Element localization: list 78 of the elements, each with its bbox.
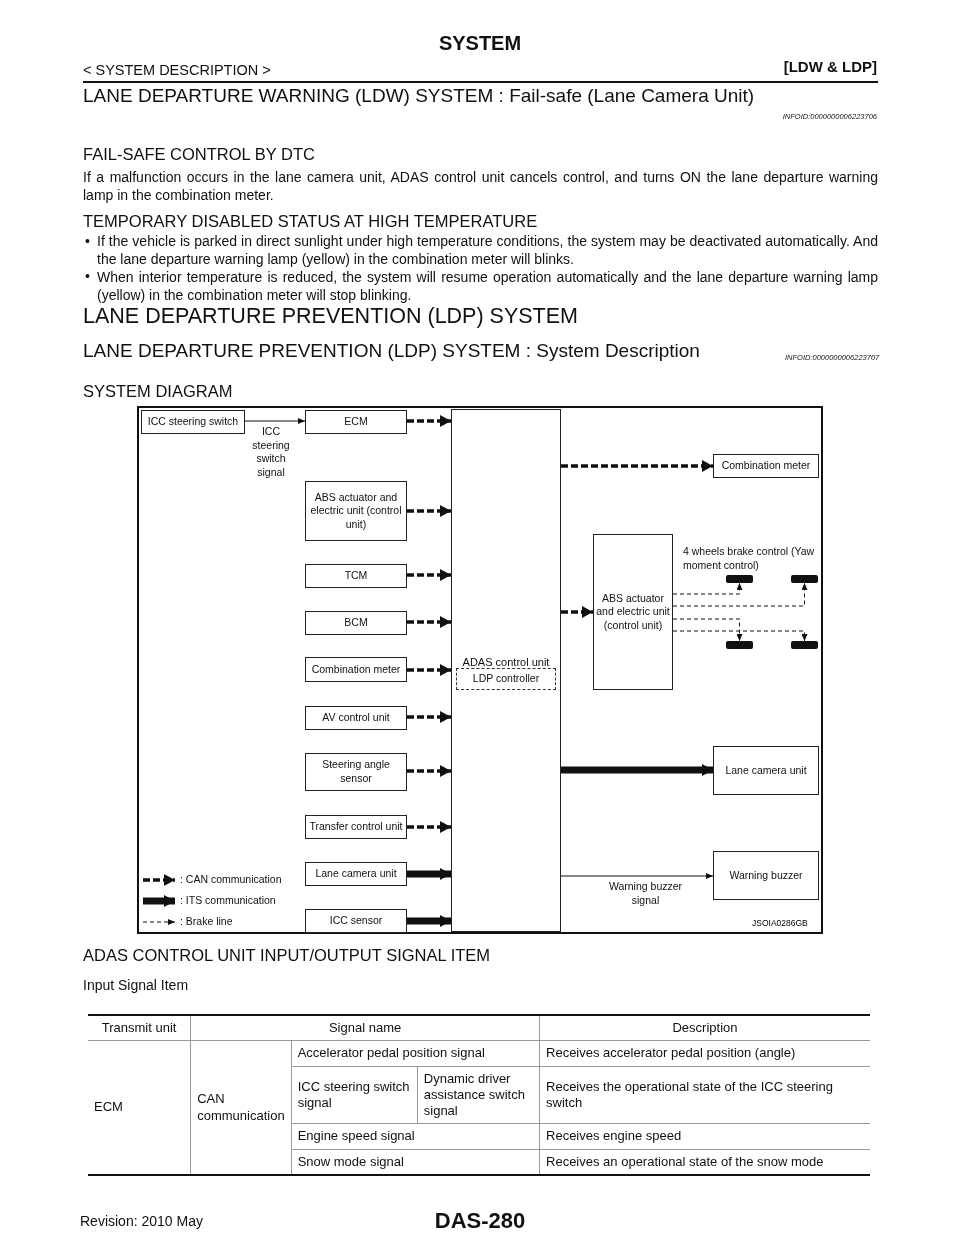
wheel-bar xyxy=(791,641,818,649)
diagram-note: 4 wheels brake control (Yaw moment control) xyxy=(683,545,816,573)
bullet-marker: • xyxy=(85,268,90,286)
section-tag: < SYSTEM DESCRIPTION > xyxy=(83,62,271,78)
section-heading: LANE DEPARTURE PREVENTION (LDP) SYSTEM xyxy=(83,304,578,329)
table-entry: Receives the operational state of the ICC steering switch xyxy=(539,1066,870,1124)
arrow xyxy=(407,711,451,723)
unit-box: ECM xyxy=(305,410,407,434)
footer-text: Revision: 2010 May xyxy=(80,1213,203,1229)
unit-box: Lane camera unit xyxy=(305,862,407,886)
table-entry: ECM xyxy=(88,1040,191,1175)
box-title: ADAS control unit xyxy=(461,655,551,670)
unit-box xyxy=(451,409,561,932)
column-header: Signal name xyxy=(190,1015,540,1041)
unit-box: Transfer control unit xyxy=(305,815,407,839)
subheading: FAIL-SAFE CONTROL BY DTC xyxy=(83,145,315,164)
subheading: Input Signal Item xyxy=(83,977,189,993)
unit-box: Combination meter xyxy=(713,454,819,478)
brake-line xyxy=(672,618,743,642)
section-heading: LANE DEPARTURE PREVENTION (LDP) SYSTEM : System Description xyxy=(83,340,700,362)
page-number: DAS-280 xyxy=(433,1208,527,1234)
table-entry: Engine speed signal xyxy=(291,1123,540,1149)
page-title: SYSTEM xyxy=(437,32,523,55)
brake-line xyxy=(672,582,743,595)
arrow xyxy=(407,415,451,427)
arrow xyxy=(561,460,713,472)
paragraph: If a malfunction occurs in the lane camera unit, ADAS control unit cancels control, and turns ON the lane departure warning lamp in the combination meter. xyxy=(83,168,878,205)
table-entry: Receives accelerator pedal position (angle) xyxy=(539,1040,870,1066)
unit-box: Lane camera unit xyxy=(713,746,819,795)
table-entry: Dynamic driver assistance switch signal xyxy=(417,1066,540,1124)
unit-box: ICC steering switch xyxy=(141,410,245,434)
section-heading: LANE DEPARTURE WARNING (LDW) SYSTEM : Fail-safe (Lane Camera Unit) xyxy=(83,85,755,107)
arrow xyxy=(407,915,451,927)
arrow xyxy=(244,418,306,424)
brake-line xyxy=(672,582,808,607)
arrow xyxy=(561,606,593,618)
arrow xyxy=(407,765,451,777)
arrow xyxy=(561,764,713,776)
subheading: ADAS CONTROL UNIT INPUT/OUTPUT SIGNAL ITEM xyxy=(83,946,491,965)
table-entry: ICC steering switch signal xyxy=(291,1066,418,1124)
arrow xyxy=(407,664,451,676)
unit-box: Combination meter xyxy=(305,657,407,682)
subheading: TEMPORARY DISABLED STATUS AT HIGH TEMPERATURE xyxy=(83,212,538,231)
legend-label: : Brake line xyxy=(180,915,233,927)
legend-label: : ITS communication xyxy=(180,894,276,906)
unit-box: ICC sensor xyxy=(305,909,407,933)
table-entry: Receives an operational state of the snow mode xyxy=(539,1149,870,1175)
bullet-item: When interior temperature is reduced, the system will resume operation automatically and the lane departure warning lamp (yellow) in the combination meter will stop blinking. xyxy=(97,268,878,305)
arrow xyxy=(407,569,451,581)
table-entry: Receives engine speed xyxy=(539,1123,870,1149)
wheel-bar xyxy=(726,575,753,583)
table-entry: CAN communication xyxy=(190,1040,292,1175)
arrow xyxy=(407,616,451,628)
bullet-marker: • xyxy=(85,232,90,251)
arrow xyxy=(407,868,451,880)
unit-box: Warning buzzer xyxy=(713,851,819,900)
table-entry: Snow mode signal xyxy=(291,1149,540,1175)
section-tag: [LDW & LDP] xyxy=(783,58,877,75)
column-header: Transmit unit xyxy=(88,1015,191,1041)
unit-box: TCM xyxy=(305,564,407,588)
wheel-bar xyxy=(791,575,818,583)
table-entry: Accelerator pedal position signal xyxy=(291,1040,540,1066)
unit-box: ABS actuator and electric unit (control unit) xyxy=(593,534,673,690)
arrow xyxy=(407,821,451,833)
unit-box: AV control unit xyxy=(305,706,407,730)
bullet-item: If the vehicle is parked in direct sunlight under high temperature conditions, the system may be deactivated automatically. And the lane departure warning lamp (yellow) in the combination meter will blinks. xyxy=(97,232,878,269)
legend-label: : CAN communication xyxy=(180,873,282,885)
unit-box: BCM xyxy=(305,611,407,635)
arrow xyxy=(560,873,714,879)
figure-code: JSOIA0286GB xyxy=(752,918,808,928)
wheel-bar xyxy=(726,641,753,649)
unit-box: Steering angle sensor xyxy=(305,753,407,791)
brake-line xyxy=(672,630,808,642)
unit-box: ABS actuator and electric unit (control unit) xyxy=(305,481,407,541)
column-header: Description xyxy=(539,1015,870,1041)
subheading: SYSTEM DIAGRAM xyxy=(83,382,233,401)
controller-box: LDP controller xyxy=(456,668,556,690)
arrow xyxy=(407,505,451,517)
